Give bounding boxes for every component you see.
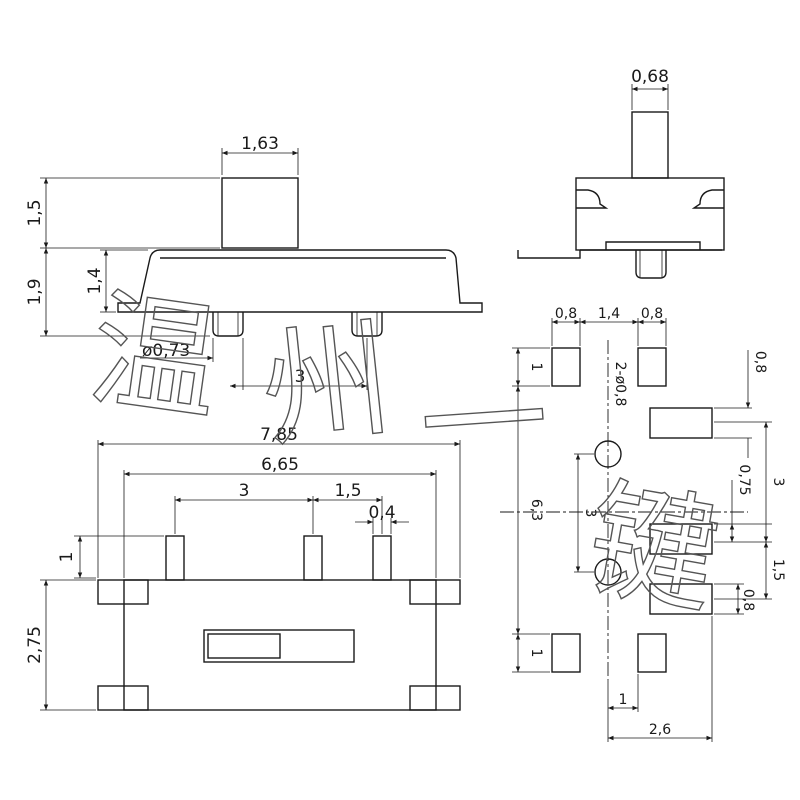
right-clip bbox=[691, 189, 724, 209]
dim-top-stem-width: 1,63 bbox=[241, 134, 279, 154]
bottom-pin-3 bbox=[372, 535, 392, 581]
dim-pin-span: 3 bbox=[239, 481, 250, 501]
dim-pin-height: 1 bbox=[57, 552, 77, 563]
slide-knob-inner bbox=[207, 633, 281, 659]
dim-side-actuator-width: 0,68 bbox=[631, 67, 669, 87]
watermark-char-2: 州 bbox=[255, 305, 398, 467]
bottom-view: 7,85 6,65 3 1,5 0,4 1 2,75 bbox=[25, 425, 461, 711]
bottom-tab-tl bbox=[97, 579, 149, 605]
dim-span-3-right: 3 bbox=[770, 478, 786, 487]
pad-top-left bbox=[551, 347, 581, 387]
switch-body-outline bbox=[117, 249, 483, 313]
dim-body-depth: 2,75 bbox=[25, 626, 45, 664]
watermark-char-1: 温 bbox=[81, 275, 229, 440]
bottom-tab-tr bbox=[409, 579, 461, 605]
side-view: 0,68 bbox=[517, 67, 725, 279]
actuator-stem bbox=[221, 177, 299, 249]
watermark: 温 州 一 键 bbox=[81, 274, 730, 634]
bottom-bracket bbox=[605, 241, 701, 250]
dim-total-63: 6,3 bbox=[528, 499, 544, 521]
front-view: 1,63 1,5 1,9 1,4 ø0,73 3 bbox=[25, 134, 483, 390]
dim-pad-h-right: 0,8 bbox=[752, 351, 768, 373]
slide-knob bbox=[203, 629, 355, 663]
pad-top-right bbox=[637, 347, 667, 387]
watermark-char-4: 键 bbox=[576, 465, 728, 634]
dim-body-length: 6,65 bbox=[261, 455, 299, 475]
pad-right-2 bbox=[649, 523, 713, 555]
dim-pin-width: 0,4 bbox=[368, 503, 395, 523]
dim-pad-gap: 1,4 bbox=[598, 306, 620, 322]
dim-top-stem-height: 1,5 bbox=[25, 199, 45, 226]
left-lead bbox=[517, 250, 581, 259]
side-actuator bbox=[631, 111, 669, 179]
pad-right-3 bbox=[649, 583, 713, 615]
dim-pitch-075: 0,75 bbox=[736, 464, 752, 495]
dim-pad-h-right2: 0,8 bbox=[740, 589, 756, 611]
bottom-tab-br bbox=[409, 685, 461, 711]
left-pin bbox=[212, 312, 244, 337]
dim-hole-callout: 2-ø0,8 bbox=[612, 362, 628, 407]
left-clip bbox=[576, 189, 609, 209]
dim-total-width: 2,6 bbox=[649, 722, 671, 738]
pad-bottom-right bbox=[637, 633, 667, 673]
pad-right-1 bbox=[649, 407, 713, 439]
side-body bbox=[575, 177, 725, 251]
dim-pad-w2: 0,8 bbox=[641, 306, 663, 322]
dim-pin-diameter: ø0,73 bbox=[142, 341, 190, 361]
dim-overall-length: 7,85 bbox=[260, 425, 298, 445]
dim-pad-w1: 0,8 bbox=[555, 306, 577, 322]
pcb-footprint: 0,8 1,4 0,8 2-ø0,8 1 6,3 1 3 0,8 0,75 bbox=[500, 306, 786, 742]
dim-pin-pitch-side: 3 bbox=[295, 367, 306, 387]
bottom-body bbox=[123, 579, 437, 711]
dim-pad-h-bottom: 1 bbox=[528, 649, 544, 658]
dim-pitch-15: 1,5 bbox=[770, 559, 786, 581]
right-pin bbox=[351, 312, 383, 337]
bottom-pin-1 bbox=[165, 535, 185, 581]
watermark-char-3: 一 bbox=[415, 345, 553, 503]
dim-inner-height: 1,4 bbox=[85, 267, 105, 294]
bottom-pin-2 bbox=[303, 535, 323, 581]
side-pin bbox=[635, 250, 667, 279]
dim-body-height: 1,9 bbox=[25, 278, 45, 305]
bottom-tab-bl bbox=[97, 685, 149, 711]
dim-span-3-center: 3 bbox=[582, 509, 598, 518]
dim-pad-h-top: 1 bbox=[528, 363, 544, 372]
pad-bottom-left bbox=[551, 633, 581, 673]
dim-pin-spacing: 1,5 bbox=[334, 481, 361, 501]
dim-offset-1: 1 bbox=[619, 692, 628, 708]
